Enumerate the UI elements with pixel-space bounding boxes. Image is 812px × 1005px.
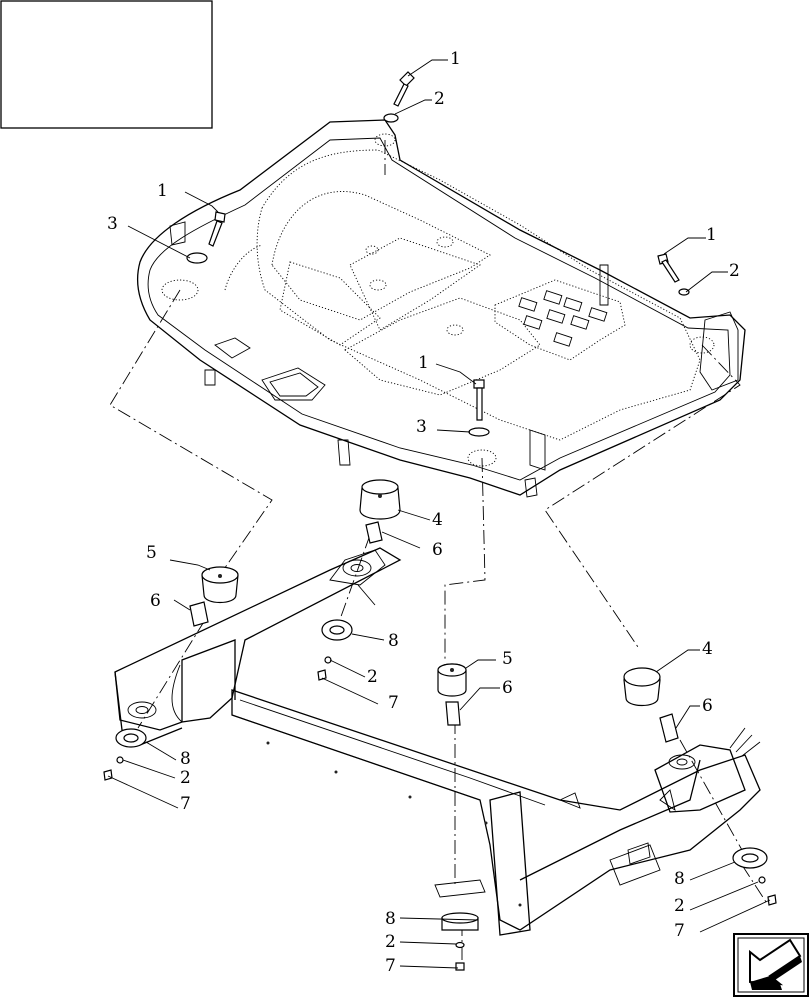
callout-c3: 1 [157, 181, 168, 201]
callout-c2: 2 [434, 89, 445, 109]
callout-c11: 5 [146, 543, 157, 563]
callout-c26: 8 [674, 869, 685, 889]
callout-c6: 2 [729, 261, 740, 281]
callout-c8: 3 [416, 417, 427, 437]
callout-c18: 4 [702, 639, 713, 659]
mount-4-right [623, 667, 679, 743]
bolt-center [468, 379, 490, 437]
callout-c16: 5 [502, 649, 513, 669]
mount-5-center [437, 663, 467, 726]
callout-c7: 1 [418, 353, 429, 373]
bolt-right [657, 253, 690, 296]
mount-5-left [189, 566, 239, 627]
callout-c19: 6 [702, 696, 713, 716]
washer-8-c [441, 912, 479, 971]
washer-8-a [317, 619, 353, 681]
washer-8-d [732, 847, 777, 906]
chassis-frame [114, 547, 761, 936]
callout-c17: 6 [502, 678, 513, 698]
callout-c12: 6 [150, 591, 161, 611]
bolt-upper [383, 71, 415, 123]
callout-c5: 1 [706, 225, 717, 245]
title-block-frame [0, 0, 213, 129]
callout-c24: 2 [385, 932, 396, 952]
callout-c10: 6 [432, 540, 443, 560]
leader-lines [107, 59, 771, 969]
callout-c20: 8 [180, 749, 191, 769]
callout-c4: 3 [107, 214, 118, 234]
washer-8-b [103, 728, 147, 781]
console-keys [518, 290, 608, 347]
callout-labels: 1 2 1 3 1 2 1 3 4 6 5 6 8 2 7 5 6 4 6 8 … [107, 49, 740, 976]
callout-c27: 2 [674, 896, 685, 916]
mount-4-upper [359, 479, 401, 544]
callout-c15: 7 [388, 693, 399, 713]
alignment-lines [109, 140, 769, 965]
callout-c9: 4 [432, 510, 443, 530]
callout-c13: 8 [388, 631, 399, 651]
callout-c22: 7 [180, 794, 191, 814]
bolt-left [186, 211, 226, 264]
callout-c1: 1 [450, 49, 461, 69]
callout-c14: 2 [367, 667, 378, 687]
callout-c23: 8 [385, 909, 396, 929]
callout-c21: 2 [180, 768, 191, 788]
callout-c25: 7 [385, 956, 396, 976]
callout-c28: 7 [674, 921, 685, 941]
floor-plate [137, 119, 746, 498]
arrow-back-icon[interactable] [733, 933, 809, 997]
